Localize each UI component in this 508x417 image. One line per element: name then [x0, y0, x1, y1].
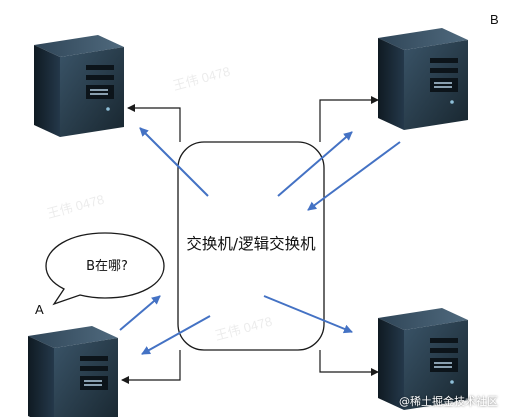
server-icon-bottom-right [378, 308, 468, 410]
switch-label: 交换机/逻辑交换机 [186, 235, 316, 253]
server-icon-top-right [378, 28, 468, 130]
arrow-reply-from-b [307, 141, 401, 211]
server-icon-top-left [34, 35, 124, 137]
connector-bottom-right [319, 350, 379, 376]
arrow-reply-to-a [141, 315, 211, 355]
speech-bubble-text: B在哪? [86, 259, 128, 274]
arrow-broadcast-to-top-right [277, 131, 353, 197]
footer-watermark: @稀土掘金技术社区 [399, 395, 498, 408]
speech-bubble [45, 232, 165, 306]
connector-top-left [127, 104, 181, 142]
connector-top-right [319, 96, 379, 142]
arrow-broadcast-to-top-left [139, 127, 209, 197]
switch-box [177, 141, 325, 351]
arrow-request-from-a [119, 295, 161, 331]
host-label-a: A [35, 302, 44, 317]
host-label-b: B [490, 12, 499, 27]
connector-bottom-left [121, 350, 181, 384]
server-icon-bottom-left [28, 326, 118, 417]
arrow-broadcast-to-bottom-right [263, 295, 353, 334]
